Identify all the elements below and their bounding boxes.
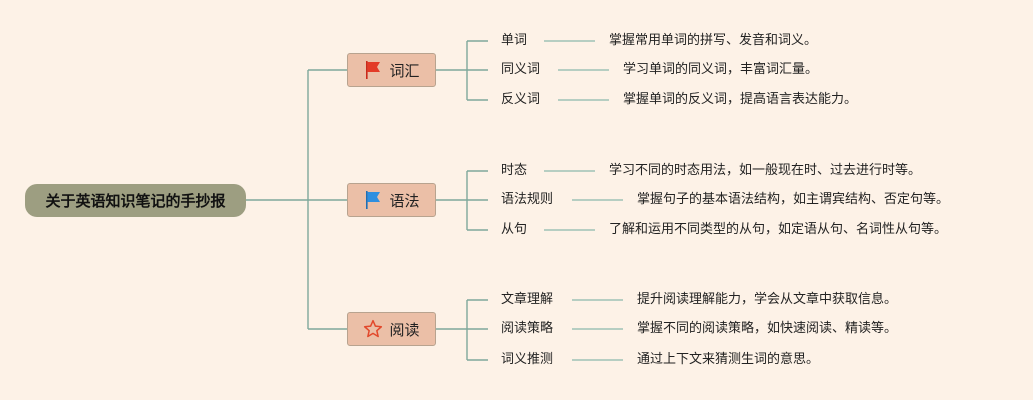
star-outline-icon	[364, 319, 383, 338]
root-topic[interactable]: 关于英语知识笔记的手抄报	[25, 184, 246, 217]
subtrunk-reading	[436, 299, 488, 361]
red-flag-icon	[366, 61, 381, 79]
leaf-description[interactable]: 提升阅读理解能力，学会从文章中获取信息。	[637, 292, 898, 307]
blue-flag-icon	[366, 191, 381, 209]
root-title: 关于英语知识笔记的手抄报	[45, 192, 226, 210]
leaf-description[interactable]: 学习不同的时态用法，如一般现在时、过去进行时等。	[609, 163, 922, 178]
leaf-topic[interactable]: 词义推测	[501, 352, 554, 367]
leaf-topic[interactable]: 从句	[501, 222, 528, 237]
leaf-description[interactable]: 学习单词的同义词，丰富词汇量。	[623, 62, 819, 77]
branch-label: 词汇	[389, 61, 420, 80]
branch-grammar[interactable]: 语法	[347, 183, 436, 217]
leaf-description[interactable]: 了解和运用不同类型的从句，如定语从句、名词性从句等。	[609, 222, 948, 237]
branch-label: 阅读	[389, 320, 420, 339]
leaf-description[interactable]: 掌握句子的基本语法结构，如主谓宾结构、否定句等。	[637, 192, 950, 207]
leaf-description[interactable]: 掌握单词的反义词，提高语言表达能力。	[623, 92, 858, 107]
leaf-description[interactable]: 掌握常用单词的拼写、发音和词义。	[609, 33, 818, 48]
subtrunk-grammar	[436, 170, 488, 231]
leaf-description[interactable]: 掌握不同的阅读策略，如快速阅读、精读等。	[637, 321, 898, 336]
leaf-topic[interactable]: 反义词	[501, 92, 541, 107]
leaf-description[interactable]: 通过上下文来猜测生词的意思。	[637, 352, 820, 367]
leaf-topic[interactable]: 同义词	[501, 62, 541, 77]
leaf-topic[interactable]: 语法规则	[501, 192, 554, 207]
branch-label: 语法	[389, 191, 420, 210]
leaf-topic[interactable]: 时态	[501, 163, 528, 178]
leaf-topic[interactable]: 单词	[501, 33, 528, 48]
branch-reading[interactable]: 阅读	[347, 312, 436, 346]
subtrunk-vocab	[436, 40, 488, 101]
leaf-topic[interactable]: 阅读策略	[501, 321, 554, 336]
branch-vocabulary[interactable]: 词汇	[347, 53, 436, 87]
leaf-topic[interactable]: 文章理解	[501, 292, 554, 307]
